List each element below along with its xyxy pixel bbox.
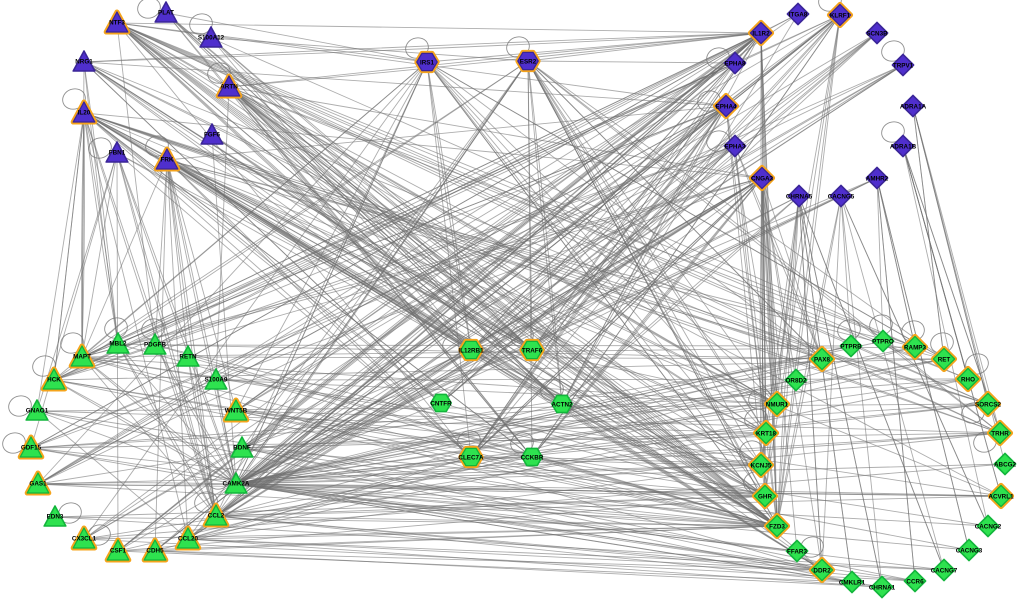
svg-text:TRPV1: TRPV1 (893, 62, 914, 69)
svg-text:KRT18: KRT18 (756, 430, 776, 437)
svg-text:MAPT: MAPT (73, 354, 91, 361)
svg-text:CCR6: CCR6 (906, 578, 924, 585)
svg-text:GHR: GHR (758, 493, 772, 500)
svg-text:ADRA1A: ADRA1A (900, 103, 927, 110)
svg-text:BDNF: BDNF (233, 445, 251, 452)
svg-text:CHRNA5: CHRNA5 (786, 193, 813, 200)
svg-text:IL1R2: IL1R2 (752, 30, 770, 37)
svg-text:NTF3: NTF3 (109, 20, 125, 27)
svg-text:WNT5B: WNT5B (225, 408, 248, 415)
svg-text:IL20: IL20 (78, 110, 91, 117)
svg-text:RAMP3: RAMP3 (904, 344, 927, 351)
svg-text:SORCS2: SORCS2 (975, 401, 1001, 408)
svg-text:FZD3: FZD3 (769, 523, 785, 530)
svg-text:FBN1: FBN1 (109, 150, 126, 157)
svg-text:IRS1: IRS1 (420, 59, 434, 66)
svg-text:CCKBR: CCKBR (521, 454, 544, 461)
svg-text:NMUR1: NMUR1 (766, 401, 789, 408)
svg-text:CHRNA1: CHRNA1 (869, 584, 896, 591)
svg-text:KLRF1: KLRF1 (830, 12, 851, 19)
svg-text:CX3CL1: CX3CL1 (72, 536, 97, 543)
svg-text:CACNG2: CACNG2 (975, 523, 1002, 530)
svg-text:FGF6: FGF6 (204, 132, 221, 139)
svg-text:PTPRO: PTPRO (872, 338, 894, 345)
svg-text:CNGA3: CNGA3 (751, 175, 774, 182)
svg-text:DDR2: DDR2 (813, 567, 831, 574)
svg-text:TRAF6: TRAF6 (522, 347, 543, 354)
svg-text:ACVRL1: ACVRL1 (988, 493, 1014, 500)
svg-text:GDF15: GDF15 (21, 445, 42, 452)
svg-text:CMKLR1: CMKLR1 (839, 579, 866, 586)
svg-text:OR8D2: OR8D2 (786, 377, 807, 384)
svg-text:CNTFR: CNTFR (430, 400, 452, 407)
svg-text:RHO: RHO (961, 376, 975, 383)
svg-text:RETN: RETN (179, 354, 197, 361)
svg-text:CAMK2A: CAMK2A (223, 481, 250, 488)
svg-text:ABCG2: ABCG2 (994, 461, 1017, 468)
svg-text:CACNG5: CACNG5 (828, 193, 855, 200)
svg-text:PDGFB: PDGFB (144, 342, 166, 349)
svg-text:KCNJ5: KCNJ5 (751, 462, 772, 469)
svg-text:CACNG7: CACNG7 (931, 567, 958, 574)
svg-text:CCL2: CCL2 (208, 513, 225, 520)
svg-text:ESR2: ESR2 (520, 58, 537, 65)
svg-text:ACTN2: ACTN2 (552, 401, 573, 408)
svg-text:CDH5: CDH5 (146, 548, 164, 555)
svg-text:CSF1: CSF1 (110, 548, 127, 555)
svg-text:GNAO1: GNAO1 (26, 408, 49, 415)
svg-text:MBL2: MBL2 (109, 341, 127, 348)
svg-text:CCL20: CCL20 (178, 536, 198, 543)
svg-text:CLEC7A: CLEC7A (458, 454, 484, 461)
svg-text:PAX8: PAX8 (814, 356, 830, 363)
svg-text:HCK: HCK (47, 377, 61, 384)
svg-text:FRK: FRK (161, 157, 174, 164)
svg-text:TRHR: TRHR (991, 430, 1009, 437)
svg-text:GAS1: GAS1 (29, 481, 47, 488)
svg-text:EDN3: EDN3 (47, 514, 64, 521)
svg-text:ARTN: ARTN (220, 84, 238, 91)
svg-text:FFAR3: FFAR3 (787, 548, 807, 555)
svg-text:CACNG3: CACNG3 (956, 547, 983, 554)
svg-text:ITGA8: ITGA8 (789, 11, 808, 18)
svg-text:PLAT: PLAT (158, 10, 174, 17)
svg-text:S100A12: S100A12 (198, 35, 225, 42)
svg-text:EPHA3: EPHA3 (725, 143, 746, 150)
svg-text:AMHR2: AMHR2 (866, 175, 889, 182)
svg-text:ADRA1B: ADRA1B (890, 143, 917, 150)
svg-text:S100A9: S100A9 (205, 377, 228, 384)
svg-text:NRG1: NRG1 (75, 59, 93, 66)
svg-text:IL12RB1: IL12RB1 (458, 347, 484, 354)
svg-text:SCN3B: SCN3B (866, 30, 888, 37)
svg-text:RET: RET (938, 356, 951, 363)
svg-text:PTPRB: PTPRB (840, 343, 862, 350)
svg-text:EPHA8: EPHA8 (725, 60, 746, 67)
svg-text:EPHA4: EPHA4 (716, 103, 737, 110)
